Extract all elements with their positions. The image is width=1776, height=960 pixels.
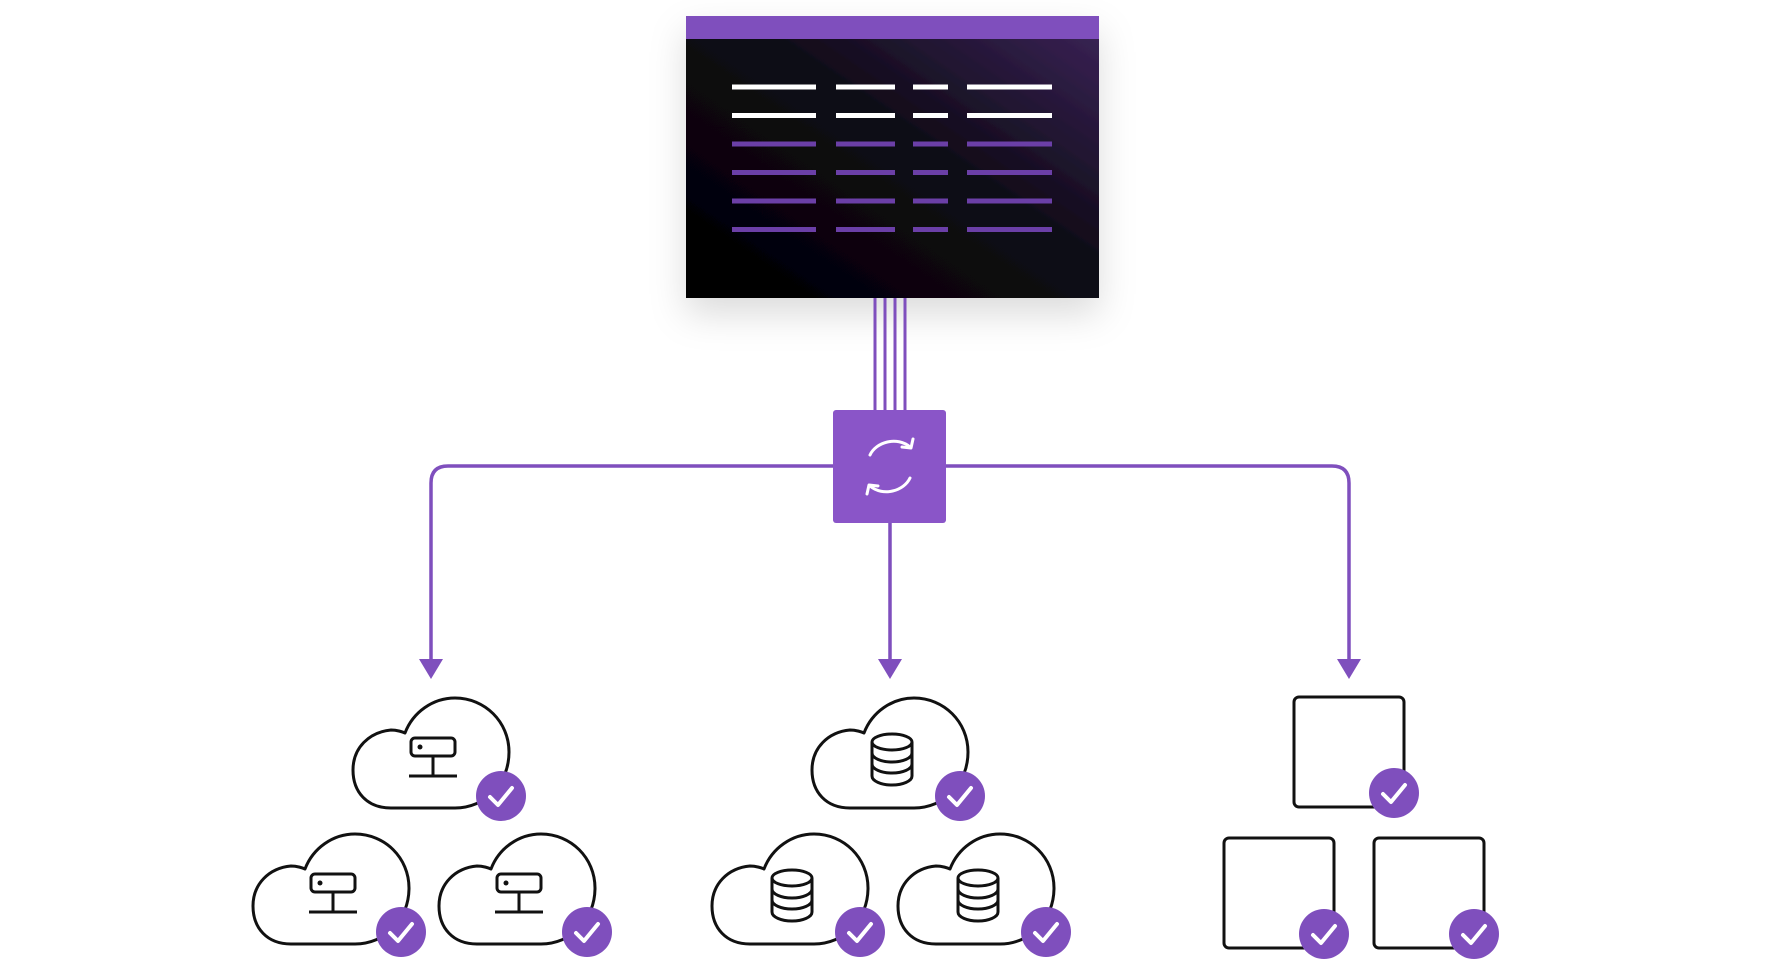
check-badge-icon	[834, 906, 886, 958]
branch-right	[945, 464, 1351, 660]
check-badge-icon	[934, 770, 986, 822]
sync-icon	[865, 437, 915, 496]
box-node	[1372, 836, 1500, 960]
box-node	[1222, 836, 1350, 960]
check-badge-icon	[375, 906, 427, 958]
connector-bundle	[873, 298, 907, 412]
panel-header-bar	[686, 16, 1099, 39]
cloud-node	[896, 832, 1072, 958]
arrow-center	[878, 659, 902, 679]
cloud-node	[710, 832, 886, 958]
cloud-node	[810, 696, 986, 822]
cloud-node	[437, 832, 613, 958]
check-badge-icon	[1448, 908, 1500, 960]
branch-connectors	[429, 464, 1351, 660]
arrow-left	[419, 659, 443, 679]
branch-left	[429, 464, 835, 660]
check-badge-icon	[561, 906, 613, 958]
cloud-databases-group	[710, 696, 1072, 958]
panel-rows	[732, 84, 1052, 232]
on-prem-boxes-group	[1222, 695, 1500, 960]
branch-arrows	[419, 659, 1361, 679]
cloud-node	[351, 696, 527, 822]
box-node	[1292, 695, 1420, 819]
check-badge-icon	[475, 770, 527, 822]
check-badge-icon	[1020, 906, 1072, 958]
source-panel	[686, 16, 1099, 298]
check-badge-icon	[1298, 908, 1350, 960]
cloud-servers-group	[251, 696, 613, 958]
cloud-node	[251, 832, 427, 958]
targets	[251, 695, 1500, 960]
check-badge-icon	[1368, 767, 1420, 819]
arrow-right	[1337, 659, 1361, 679]
sync-hub	[833, 410, 946, 523]
